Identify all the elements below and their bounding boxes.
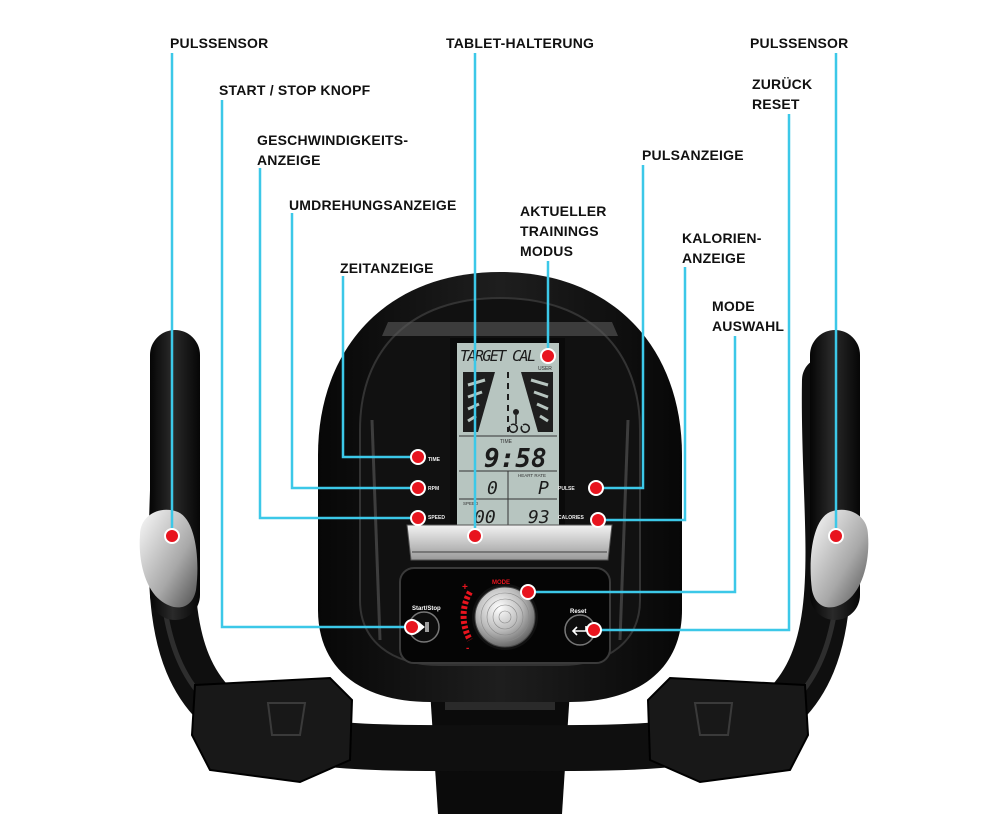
leader-line-mode: [528, 336, 737, 594]
mode-label: MODE: [492, 580, 510, 586]
marker-mode: [520, 584, 536, 600]
right-pulse-sensor-pad: [810, 509, 869, 608]
marker-umdrehung: [410, 480, 426, 496]
start-stop-button-label: Start/Stop: [412, 606, 441, 612]
calories-button-label: CALORIES: [558, 515, 585, 521]
label-umdrehung: UMDREHUNGSANZEIGE: [289, 197, 457, 213]
label-pulsanzeige: PULSANZEIGE: [642, 147, 744, 163]
lcd-program: TARGET CAL: [460, 347, 536, 365]
marker-kalorien: [590, 512, 606, 528]
marker-start-stop: [404, 619, 420, 635]
time-button-label: TIME: [428, 457, 441, 463]
mode-knob-grooves: [480, 592, 530, 642]
markers: [164, 348, 844, 638]
label-pulssensor-right: PULSSENSOR: [750, 35, 849, 51]
mode-knob[interactable]: [474, 586, 536, 648]
marker-zeit: [410, 449, 426, 465]
leader-lines: [170, 53, 838, 632]
label-zurueck-reset: ZURÜCK RESET: [752, 76, 813, 112]
resistance-level-arc: [460, 590, 473, 642]
lcd-speed-caption: SPEED: [463, 501, 479, 506]
leader-line-umdrehung: [290, 213, 418, 490]
minus-label: -: [466, 643, 469, 654]
label-kalorien: KALORIEN- ANZEIGE: [682, 230, 762, 266]
reset-button-label: Reset: [570, 609, 586, 615]
pulse-button-label: PULSE: [558, 486, 575, 492]
rpm-button-label: RPM: [428, 486, 439, 492]
lcd-speed-value: 00: [474, 507, 496, 528]
marker-pulssensor-left: [164, 528, 180, 544]
marker-pulsanzeige: [588, 480, 604, 496]
console-side-reflection-right: [618, 419, 630, 641]
label-zeit: ZEITANZEIGE: [340, 260, 434, 276]
tablet-holder-tray[interactable]: [406, 524, 613, 561]
marker-tablet: [467, 528, 483, 544]
marker-modus: [540, 348, 556, 364]
marker-geschwindigkeit: [410, 510, 426, 526]
handlebar: [148, 357, 852, 772]
lcd-calories-value: 93: [528, 507, 550, 528]
lcd-pulse-value: P: [538, 478, 549, 499]
leader-line-reset: [594, 114, 791, 632]
leader-line-kalorien: [598, 267, 687, 522]
leader-line-pulsanzeige: [596, 165, 645, 490]
label-tablet: TABLET-HALTERUNG: [446, 35, 595, 51]
label-start-stop: START / STOP KNOPF: [219, 82, 371, 98]
lcd-time-caption: TIME: [500, 439, 513, 445]
leader-line-zeit: [341, 276, 418, 459]
console-reflection: [382, 322, 618, 336]
marker-pulssensor-right: [828, 528, 844, 544]
lcd-time-value: 9:58: [484, 444, 547, 474]
lcd-track-graphic: [463, 372, 553, 434]
leader-line-start-stop: [220, 100, 412, 629]
marker-reset: [586, 622, 602, 638]
leader-line-geschwindigkeit: [258, 168, 418, 520]
lcd-user: USER: [538, 366, 552, 372]
label-geschwindigkeit: GESCHWINDIGKEITS- ANZEIGE: [257, 132, 409, 168]
label-pulssensor-left: PULSSENSOR: [170, 35, 269, 51]
plus-label: +: [462, 582, 468, 593]
speed-button-label: SPEED: [428, 515, 445, 521]
label-mode-auswahl: MODE AUSWAHL: [712, 298, 785, 334]
left-pad-emboss: [266, 702, 307, 736]
lcd-rpm-value: 0: [487, 478, 498, 499]
lcd-hr-caption: HEART RATE: [518, 473, 546, 478]
label-modus: AKTUELLER TRAININGS MODUS: [520, 203, 607, 259]
right-pad-emboss: [693, 702, 734, 736]
left-pulse-sensor-pad: [139, 509, 198, 608]
return-icon: [571, 626, 587, 636]
